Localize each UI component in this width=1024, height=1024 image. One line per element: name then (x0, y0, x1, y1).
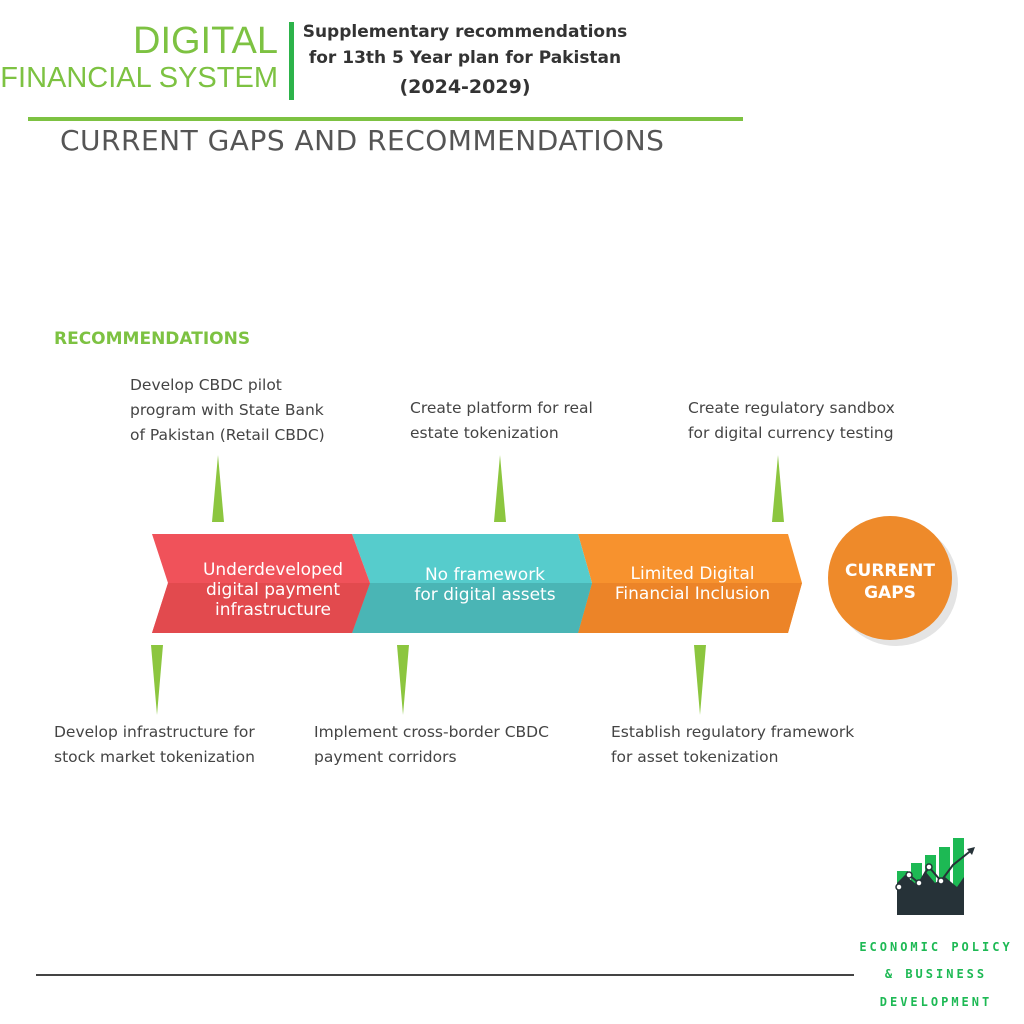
subtitle-line1: Supplementary recommendations (302, 22, 628, 42)
top-rec-3: Create regulatory sandbox for digital cur… (688, 396, 895, 446)
gap-chevron-1-shade (152, 583, 370, 633)
pointer-up-2 (494, 455, 506, 522)
text-line: for asset tokenization (611, 748, 779, 766)
bottom-rec-2: Implement cross-border CBDC payment corri… (314, 720, 549, 770)
pointer-down-2 (397, 645, 409, 715)
current-gaps-circle (828, 516, 952, 640)
text-line: Develop CBDC pilot (130, 376, 282, 394)
recommendations-label: RECOMMENDATIONS (54, 329, 251, 349)
bottom-rec-1: Develop infrastructure for stock market t… (54, 720, 255, 770)
text-line: Underdeveloped (202, 560, 344, 580)
text-line: estate tokenization (410, 424, 559, 442)
pointer-up-3 (772, 455, 784, 522)
text-line: Create platform for real (410, 399, 593, 417)
text-line: digital payment (206, 580, 340, 600)
pointer-up-1 (212, 455, 224, 522)
bottom-rec-3: Establish regulatory framework for asset … (611, 720, 854, 770)
subtitle-line2: for 13th 5 Year plan for Pakistan (308, 48, 622, 68)
text-line: Establish regulatory framework (611, 723, 855, 741)
text-line: Implement cross-border CBDC (314, 723, 549, 741)
chart-logo-icon (895, 838, 975, 915)
text-line: Develop infrastructure for (54, 723, 255, 741)
text-line: of Pakistan (Retail CBDC) (130, 426, 325, 444)
divider (289, 22, 294, 100)
text-line: Financial Inclusion (614, 584, 771, 604)
text-line: payment corridors (314, 748, 457, 766)
pointer-down-1 (151, 645, 163, 715)
gap-chevron-2-shade (352, 583, 592, 633)
text-line: No framework (424, 565, 546, 585)
footer-rule (36, 974, 854, 976)
gap-chevron-3-shade (578, 583, 802, 633)
text-line: program with State Bank (130, 401, 324, 419)
logo-line1: ECONOMIC POLICY (859, 940, 1013, 954)
text-line: infrastructure (214, 600, 332, 620)
text-line: for digital currency testing (688, 424, 894, 442)
pointer-down-3 (694, 645, 706, 715)
top-rec-1: Develop CBDC pilot program with State Ban… (130, 373, 325, 448)
title-financial-system: FINANCIAL SYSTEM (0, 62, 278, 94)
header-rule (28, 117, 743, 121)
text-line: CURRENT (845, 561, 935, 581)
text-line: for digital assets (414, 585, 556, 605)
text-line: Create regulatory sandbox (688, 399, 895, 417)
subtitle-line3: (2024-2029) (399, 76, 531, 98)
text-line: stock market tokenization (54, 748, 255, 766)
logo-line2: & BUSINESS (884, 967, 988, 981)
top-rec-2: Create platform for real estate tokenizat… (410, 396, 593, 446)
text-line: Limited Digital (630, 564, 755, 584)
logo-line3: DEVELOPMENT (879, 995, 993, 1009)
text-line: GAPS (864, 583, 916, 603)
page-heading: CURRENT GAPS AND RECOMMENDATIONS (60, 124, 665, 157)
title-digital: DIGITAL (133, 20, 278, 62)
